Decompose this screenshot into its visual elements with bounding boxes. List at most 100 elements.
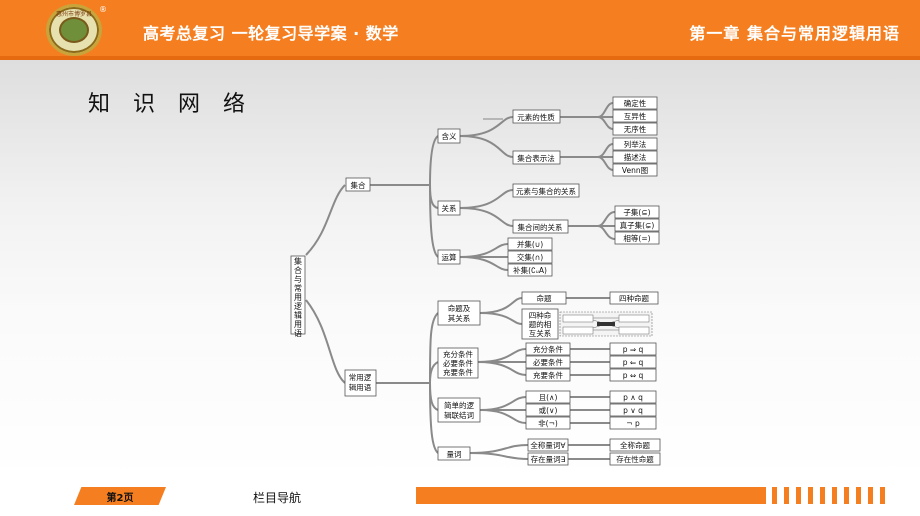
four-props-relation-diagram <box>559 311 653 337</box>
conn-label-2: 或(∨) <box>539 405 558 415</box>
rep-node-3 <box>612 163 658 177</box>
connector-four-rel <box>479 312 523 325</box>
suff-group-node <box>437 347 479 379</box>
rep-label-2: 描述法 <box>624 152 647 162</box>
connector-quant-group <box>429 382 439 454</box>
suff-node-2 <box>525 355 571 369</box>
conn-label-1: 且(∧) <box>539 393 558 402</box>
representation-label: 集合表示法 <box>517 153 555 163</box>
prop-node-2 <box>612 109 658 123</box>
conn-sym-node-1 <box>609 390 657 404</box>
set-rel-node-1 <box>614 205 660 219</box>
prop-node <box>521 291 567 305</box>
relation-label: 关系 <box>442 203 457 213</box>
connector-conn-1 <box>479 396 527 411</box>
set-set-rel-node <box>512 219 569 234</box>
representation-node <box>512 150 561 165</box>
connector-conn-3 <box>479 409 527 424</box>
connector-set-set-rel <box>459 207 514 227</box>
suff-sym-node-1 <box>609 342 657 356</box>
connector-op-1 <box>459 243 509 258</box>
conn-sym-node-3 <box>609 416 657 430</box>
conn-node-2 <box>525 403 571 417</box>
header-bar: 惠州市博罗县 ® 高考总复习 一轮复习导学案 · 数学 第一章 集合与常用逻辑用… <box>0 0 920 60</box>
relation-node <box>437 200 461 216</box>
prop-label: 命题 <box>537 293 552 303</box>
logic-node-label: 常用逻辑用语 <box>349 372 372 392</box>
elem-set-rel-label: 元素与集合的关系 <box>516 186 576 196</box>
rep-label-3: Venn图 <box>622 166 648 175</box>
suff-sym-node-3 <box>609 368 657 382</box>
connector-rep-3 <box>597 156 614 171</box>
conn-group-label: 简单的逻辑联结词 <box>444 400 474 420</box>
suff-label-2: 必要条件 <box>533 357 563 367</box>
connector-operation <box>429 184 439 258</box>
page-number-tab[interactable]: 第2页 <box>74 487 166 505</box>
quant-node-2 <box>527 452 569 466</box>
conn-group-node <box>437 397 481 423</box>
prop-group-node <box>437 300 481 326</box>
meaning-node <box>437 128 461 144</box>
logic-node <box>344 369 377 397</box>
connector-suff-3 <box>477 361 527 376</box>
four-rel-label: 四种命题的相互关系 <box>529 310 552 338</box>
conn-sym-label-2: p ∨ q <box>623 406 643 415</box>
conn-sym-label-3: ¬ p <box>626 419 640 428</box>
quant-label-1: 全称量词∀ <box>530 440 566 450</box>
quant-group-label: 量词 <box>447 450 462 459</box>
op-node-2 <box>507 250 553 264</box>
suff-label-3: 充要条件 <box>533 370 563 380</box>
suff-sym-label-3: p ⇔ q <box>623 371 644 380</box>
connector-root-set <box>305 184 346 256</box>
connector-rel-1 <box>568 211 616 227</box>
prop-node-1 <box>612 96 658 110</box>
quant-node-1 <box>527 438 569 452</box>
conn-node-3 <box>525 416 571 430</box>
quant-prop-node-1 <box>609 438 661 452</box>
page-number-label: 第2页 <box>106 493 134 504</box>
mindmap-connectors <box>305 102 616 460</box>
op-label-2: 交集(∩) <box>517 252 543 262</box>
op-label-1: 并集(∪) <box>517 239 543 249</box>
connector-prop-3 <box>597 116 614 130</box>
conn-node-1 <box>525 390 571 404</box>
suff-group-label: 充分条件必要条件充要条件 <box>443 349 473 377</box>
four-rel-node <box>521 308 559 340</box>
set-set-rel-label: 集合间的关系 <box>518 222 563 232</box>
suff-sym-label-2: p ⇐ q <box>623 358 644 367</box>
connector-quant-2 <box>469 452 529 460</box>
section-navigation-link[interactable]: 栏目导航 <box>253 491 302 505</box>
suff-sym-node-2 <box>609 355 657 369</box>
section-title: 知 识 网 络 <box>88 92 253 117</box>
op-node-3 <box>507 263 553 277</box>
rep-node-1 <box>612 137 658 151</box>
set-rel-label-1: 子集(⊆) <box>623 207 650 217</box>
rep-node-2 <box>612 150 658 164</box>
quant-group-node <box>437 446 471 461</box>
op-label-3: 补集(∁ᵤA) <box>513 265 547 275</box>
footer-stripes <box>772 487 885 504</box>
set-rel-label-3: 相等(=) <box>623 233 650 243</box>
quant-prop-label-2: 存在性命题 <box>616 454 654 464</box>
op-node-1 <box>507 237 553 251</box>
root-node <box>290 255 306 335</box>
four-props-node <box>609 291 659 305</box>
operation-node <box>437 249 461 265</box>
book-title: 高考总复习 一轮复习导学案 · 数学 <box>143 24 399 43</box>
set-rel-label-2: 真子集(⊊) <box>620 220 655 230</box>
root-node-label: 集合与常用逻辑用语 <box>294 256 302 338</box>
connector-rel-3 <box>597 225 616 240</box>
prop-label-1: 确定性 <box>624 98 647 108</box>
connector-prop <box>479 297 523 314</box>
registered-mark-icon: ® <box>99 5 107 14</box>
conn-sym-label-1: p ∧ q <box>623 393 643 402</box>
suff-sym-label-1: p ⇒ q <box>623 345 644 354</box>
quant-label-2: 存在量词∃ <box>531 454 566 464</box>
connector-suff-group <box>429 361 439 384</box>
element-props-node <box>512 109 561 124</box>
prop-label-3: 无序性 <box>624 124 647 134</box>
connector-prop-1 <box>560 102 614 118</box>
connector-elem-set-rel <box>459 189 514 209</box>
suff-label-1: 充分条件 <box>533 344 563 354</box>
prop-group-label: 命题及其关系 <box>448 303 471 323</box>
